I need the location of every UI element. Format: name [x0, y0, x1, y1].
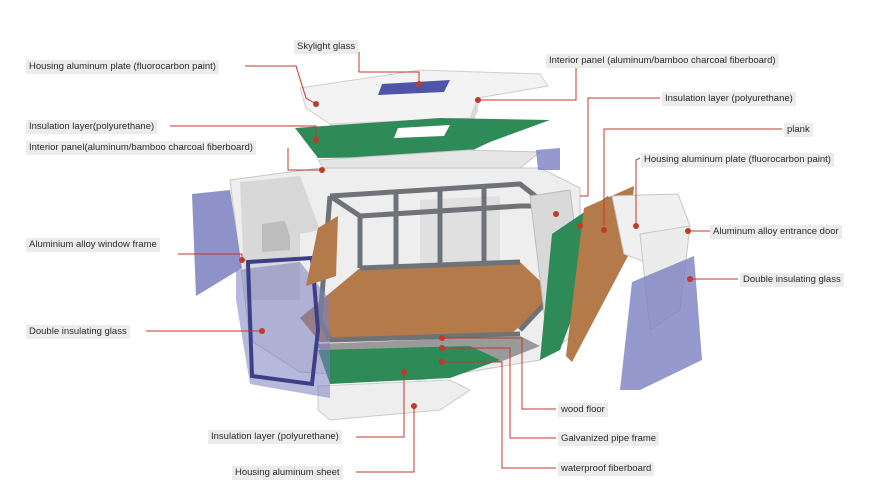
label-skylight-glass: Skylight glass: [294, 40, 359, 54]
label-entrance-door: Aluminum alloy entrance door: [710, 225, 842, 239]
label-housing-plate-right: Housing aluminum plate (fluorocarbon pai…: [641, 153, 834, 167]
label-interior-panel-top: Interior panel(aluminum/bamboo charcoal …: [26, 141, 256, 155]
label-window-frame: Aluminium alloy window frame: [26, 238, 160, 252]
wood-floor: [300, 262, 556, 342]
left-components: [192, 176, 338, 398]
bottom-sheet-shape: [317, 379, 471, 421]
label-double-glass-left: Double insulating glass: [26, 325, 130, 339]
label-interior-panel-right: Interior panel (aluminum/bamboo charcoal…: [546, 54, 779, 68]
skylight-glass-pane: [378, 80, 450, 95]
label-insulation-bottom: Insulation layer (polyurethane): [208, 430, 342, 444]
label-waterproof-board: waterproof fiberboard: [558, 462, 655, 476]
label-housing-plate-top: Housing aluminum plate (fluorocarbon pai…: [26, 60, 219, 74]
label-double-glass-right: Double insulating glass: [740, 273, 844, 287]
label-pipe-frame: Galvanized pipe frame: [558, 432, 660, 446]
top-insulation: [295, 118, 550, 158]
label-housing-sheet: Housing aluminum sheet: [232, 466, 343, 480]
right-components: [529, 148, 702, 390]
label-plank: plank: [784, 123, 813, 137]
bottom-layers: [316, 336, 540, 421]
label-wood-floor: wood floor: [558, 403, 608, 417]
label-insulation-right: Insulation layer (polyurethane): [662, 92, 796, 106]
bottom-insulation-shape: [318, 346, 500, 384]
label-insulation-top: Insulation layer(polyurethane): [26, 120, 158, 134]
